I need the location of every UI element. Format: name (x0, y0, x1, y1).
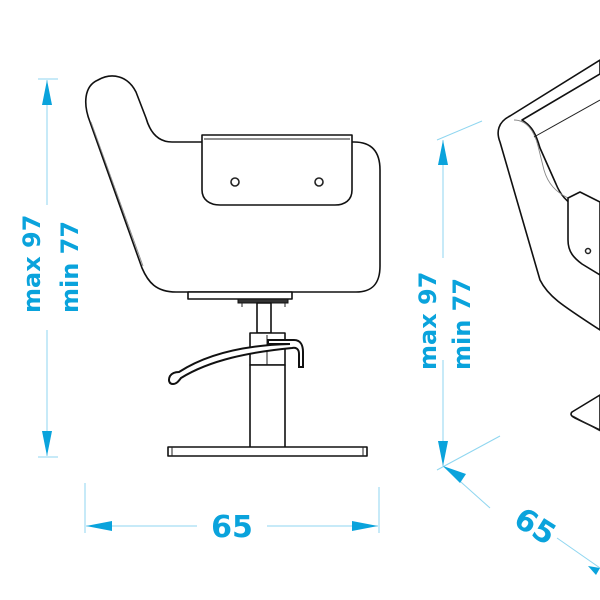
side-view: max 97 min 77 65 (18, 75, 381, 545)
armrest-plate (201, 134, 353, 206)
perspective-base-plate (570, 394, 600, 431)
arrow-down-icon (438, 441, 448, 466)
chair-perspective-drawing (497, 59, 600, 432)
dim-extension-bottom (436, 435, 501, 471)
perspective-view: max 97 min 77 65 (414, 59, 600, 575)
hydraulic-piston (256, 302, 272, 334)
side-height-max-label: max 97 (18, 215, 46, 313)
backrest-bevel (513, 119, 569, 199)
side-height-dimension: max 97 min 77 (18, 78, 84, 458)
armrest-screw-hole-left (230, 177, 240, 187)
side-width-label: 65 (211, 510, 253, 545)
perspective-height-max-label: max 97 (414, 272, 442, 370)
side-width-dimension: 65 (84, 483, 380, 545)
arrow-down-icon (42, 431, 52, 456)
seat-mount-plate (187, 291, 293, 300)
back-edge-shade (90, 121, 144, 267)
perspective-depth-dimension: 65 (442, 465, 600, 575)
perspective-height-min-label: min 77 (448, 278, 476, 370)
arrow-up-icon (42, 80, 52, 105)
arrow-right-icon (352, 521, 378, 531)
chair-side-drawing (84, 75, 381, 457)
dim-line-lower (556, 537, 600, 569)
base-plate (167, 446, 368, 457)
hydraulic-column (249, 364, 286, 449)
perspective-armrest-plate (567, 191, 600, 276)
perspective-screw-hole (584, 247, 592, 255)
perspective-base-edge (572, 415, 600, 432)
side-height-min-label: min 77 (56, 221, 84, 313)
armrest-screw-hole-right (314, 177, 324, 187)
arrow-up-icon (438, 140, 448, 165)
perspective-depth-label: 65 (508, 501, 562, 553)
arrow-left-icon (86, 521, 112, 531)
arrow-diagonal-icon (443, 466, 466, 483)
perspective-height-dimension: max 97 min 77 (414, 120, 501, 471)
backrest-top-edge (533, 99, 600, 138)
dim-extension-top (436, 120, 483, 141)
perspective-backrest (497, 59, 600, 331)
arrow-diagonal-icon (588, 566, 600, 575)
pump-lever (168, 339, 304, 386)
